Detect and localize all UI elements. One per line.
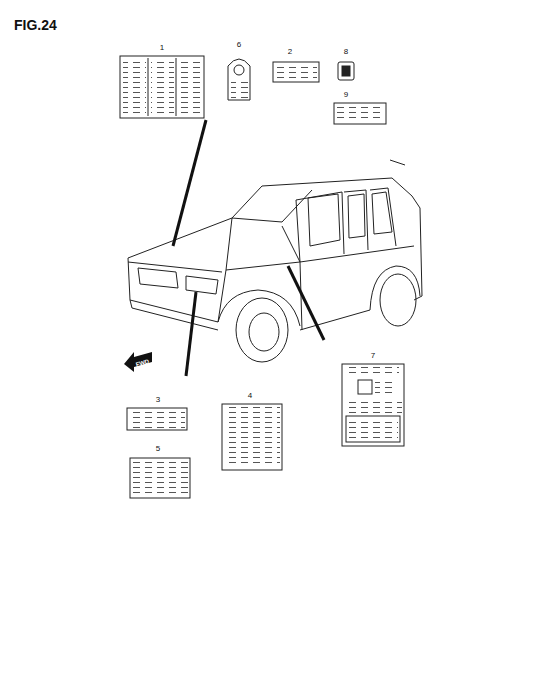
label-sticker bbox=[222, 404, 282, 470]
direction-arrow bbox=[124, 352, 152, 372]
callout-number: 9 bbox=[344, 91, 348, 99]
label-sticker bbox=[273, 62, 319, 82]
callout-number: 8 bbox=[344, 48, 348, 56]
label-sticker bbox=[342, 364, 404, 446]
callout-number: 5 bbox=[156, 445, 160, 453]
callout-number: 3 bbox=[156, 396, 160, 404]
callout-number: 6 bbox=[237, 41, 241, 49]
leader-line bbox=[173, 120, 324, 376]
figure-title: FIG.24 bbox=[14, 18, 57, 32]
label-sticker bbox=[338, 62, 354, 80]
label-sticker bbox=[334, 103, 386, 124]
label-tag bbox=[228, 59, 250, 100]
callout-number: 4 bbox=[248, 392, 252, 400]
label-sticker bbox=[120, 56, 204, 118]
label-sticker bbox=[130, 458, 190, 498]
vehicle-outline bbox=[128, 160, 422, 362]
callout-number: 7 bbox=[371, 352, 375, 360]
callout-number: 2 bbox=[288, 48, 292, 56]
label-sticker bbox=[127, 408, 187, 430]
callout-number: 1 bbox=[160, 44, 164, 52]
